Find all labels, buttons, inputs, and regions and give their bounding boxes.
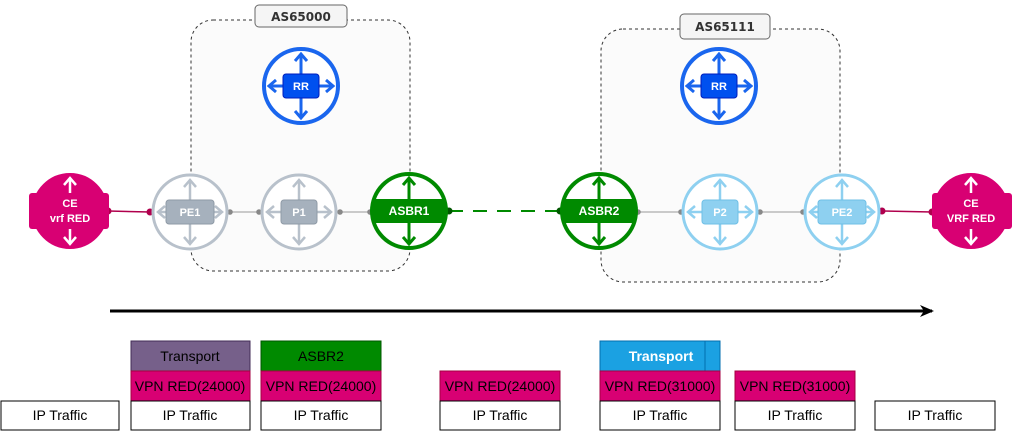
router-p2[interactable]: P2: [681, 173, 759, 251]
router-label: ASBR2: [579, 204, 620, 218]
ce-label-line2: vrf RED: [50, 213, 90, 225]
stack-asbr2: Transport VPN RED(31000) IP Traffic: [599, 340, 721, 431]
router-label: ASBR1: [389, 204, 430, 218]
link-dot-pe1-right: [227, 209, 233, 215]
router-pe2[interactable]: PE2: [803, 173, 881, 251]
stack-inter-as: VPN RED(24000) IP Traffic: [439, 370, 561, 431]
stack-ce-right: IP Traffic: [874, 400, 996, 431]
router-label: RR: [711, 81, 727, 93]
stack-layer-vpn: VPN RED(24000): [266, 378, 377, 394]
stack-asbr1: ASBR2 VPN RED(24000) IP Traffic: [260, 340, 382, 431]
ce-label-line2: VRF RED: [947, 213, 995, 225]
stack-layer-ip-traffic: IP Traffic: [33, 407, 88, 423]
stack-layer-ip-traffic: IP Traffic: [633, 407, 688, 423]
router-pe1[interactable]: PE1: [151, 173, 229, 251]
router-label: PE2: [832, 207, 853, 219]
ce-label-line1: CE: [62, 198, 77, 210]
router-rr-right[interactable]: RR: [680, 47, 758, 125]
as-label-right: AS65111: [695, 20, 755, 34]
stack-layer-ip-traffic: IP Traffic: [163, 407, 218, 423]
stack-layer-transport: Transport: [629, 348, 694, 364]
ce-label-line1: CE: [963, 198, 978, 210]
stack-layer-ip-traffic: IP Traffic: [908, 407, 963, 423]
stack-ce-left: IP Traffic: [0, 400, 120, 431]
stack-layer-vpn: VPN RED(31000): [740, 378, 851, 394]
link-dot-p1-left: [256, 209, 262, 215]
link-ce-pe1: [107, 210, 151, 213]
stack-layer-ip-traffic: IP Traffic: [294, 407, 349, 423]
router-label: P1: [292, 207, 305, 219]
router-ce-right[interactable]: CE VRF RED: [932, 173, 1012, 249]
stack-layer-ip-traffic: IP Traffic: [768, 407, 823, 423]
stack-layer-transport: Transport: [160, 348, 220, 364]
router-rr-left[interactable]: RR: [262, 47, 340, 125]
link-pe2-ce: [881, 210, 933, 213]
router-asbr2[interactable]: ASBR2: [560, 172, 638, 250]
router-label: PE1: [180, 207, 201, 219]
router-label: RR: [293, 81, 309, 93]
as-group-left: AS65000: [190, 4, 411, 272]
as-label-left: AS65000: [271, 10, 331, 24]
router-ce-left[interactable]: CE vrf RED: [29, 173, 109, 249]
stack-layer-vpn: VPN RED(24000): [445, 378, 556, 394]
as-group-right: AS65111: [600, 13, 841, 283]
stack-layer-vpn: VPN RED(31000): [605, 378, 716, 394]
label-stacks: IP Traffic Transport VPN RED(24000) IP T…: [0, 340, 996, 431]
link-dot-p2-right: [757, 209, 763, 215]
stack-layer-vpn: VPN RED(24000): [135, 378, 246, 394]
link-dot-p1-right: [337, 209, 343, 215]
stack-layer-asbr2: ASBR2: [298, 348, 344, 364]
router-label: P2: [713, 207, 726, 219]
router-p1[interactable]: P1: [260, 173, 338, 251]
router-asbr1[interactable]: ASBR1: [370, 172, 448, 250]
stack-pe1: Transport VPN RED(24000) IP Traffic: [130, 340, 251, 431]
stack-p2: VPN RED(31000) IP Traffic: [734, 370, 856, 431]
stack-layer-ip-traffic: IP Traffic: [473, 407, 528, 423]
